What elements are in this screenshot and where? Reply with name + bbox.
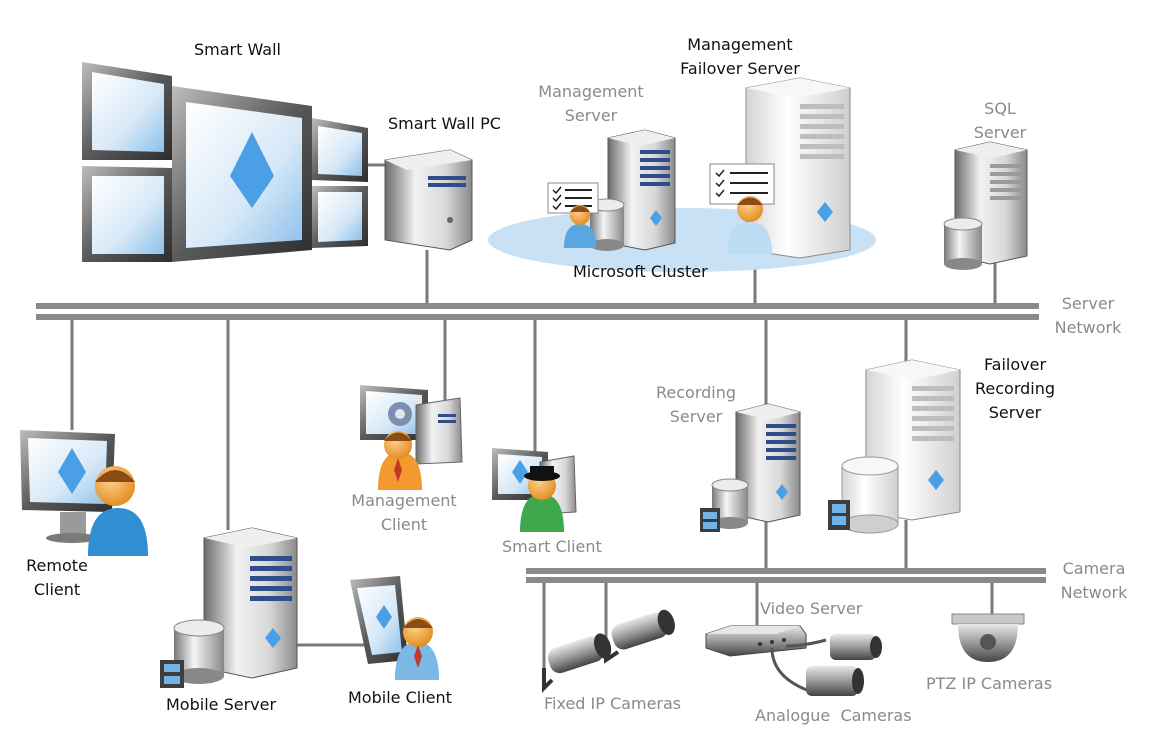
film-strip-icon [700,508,720,532]
label-smart-wall: Smart Wall [194,40,281,59]
server-tower-icon [203,527,298,679]
connector-lines [70,250,997,668]
label-smart-wall-pc: Smart Wall PC [388,114,501,133]
database-icon [589,198,625,251]
monitor-icon [20,430,115,543]
label-remote-client-line2: Client [33,580,81,599]
user-icon [564,205,596,248]
label-analogue-cameras: Analogue Cameras [755,706,912,725]
label-fixed-ip-cameras: Fixed IP Cameras [544,694,682,713]
label-server-network: Server Network [1048,292,1128,340]
user-icon [728,196,772,254]
label-management-client: Management Client [342,489,466,537]
label-remote-client-line1: Remote [26,556,88,575]
database-icon [943,217,983,270]
label-video-server: Video Server [760,599,863,618]
label-failover-recording-server-line3: Server [988,403,1042,422]
server-tower-icon [607,129,676,251]
camera-icon [604,609,675,664]
label-management-failover-server: Management Failover Server [665,33,815,81]
label-recording-server-line1: Recording [655,383,737,402]
dome-camera-icon [951,613,1025,662]
camera-icon [806,666,864,696]
label-management-server: Management Server [531,80,651,128]
checklist-icon [709,163,775,205]
label-mobile-client: Mobile Client [348,688,452,707]
camera-network-bus [526,568,1046,583]
server-tower-icon [745,77,851,259]
video-wall-icon [82,62,385,262]
label-microsoft-cluster: Microsoft Cluster [573,262,708,281]
label-management-server-line2: Server [564,106,618,125]
tablet-icon [350,576,408,664]
label-server-network-line2: Network [1054,318,1122,337]
server-tower-icon [735,403,801,523]
user-icon [395,617,439,680]
label-sql-server: SQL Server [970,97,1030,145]
label-management-server-line1: Management [538,82,644,101]
user-icon [378,431,422,490]
label-sql-server-line2: Server [973,123,1027,142]
label-remote-client: Remote Client [18,554,96,602]
label-management-client-line1: Management [351,491,457,510]
label-management-failover-server-line2: Failover Server [680,59,800,78]
label-management-failover-server-line1: Management [687,35,793,54]
label-camera-network-line2: Network [1060,583,1128,602]
monitor-icon [360,385,463,465]
user-icon [520,466,564,532]
label-camera-network-line1: Camera [1062,559,1126,578]
film-strip-icon [160,660,184,688]
pc-tower-icon [384,149,473,251]
film-strip-icon [828,500,850,530]
database-icon [841,456,899,534]
label-failover-recording-server-line1: Failover [983,355,1047,374]
server-network-bus [36,303,1039,320]
camera-icon [542,633,612,693]
label-recording-server-line2: Server [669,407,723,426]
label-ptz-ip-cameras: PTZ IP Cameras [926,674,1053,693]
label-server-network-line1: Server [1061,294,1115,313]
video-encoder-icon [705,625,827,694]
label-sql-server-line1: SQL [984,99,1016,118]
label-camera-network: Camera Network [1052,557,1136,605]
label-recording-server: Recording Server [650,381,742,429]
label-management-client-line2: Client [380,515,428,534]
camera-icon [830,634,882,660]
label-smart-client: Smart Client [502,537,602,556]
user-icon [88,466,148,556]
label-failover-recording-server-line2: Recording [974,379,1056,398]
label-failover-recording-server: Failover Recording Server [970,353,1060,425]
label-mobile-server: Mobile Server [166,695,277,714]
